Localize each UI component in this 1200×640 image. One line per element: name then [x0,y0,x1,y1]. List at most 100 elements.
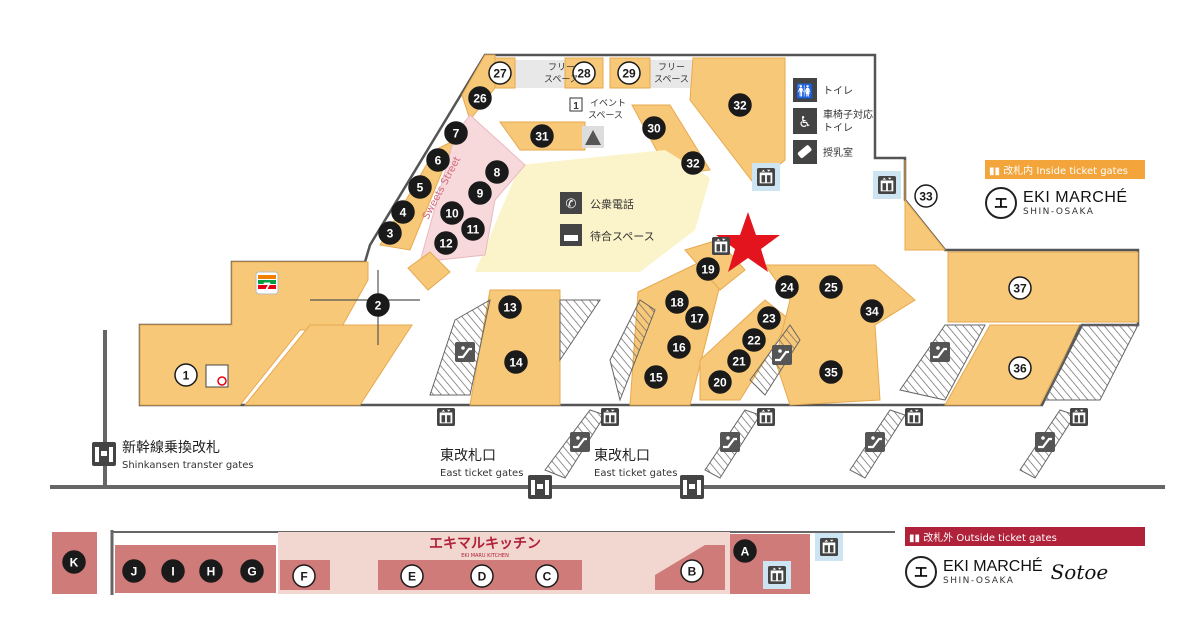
shop-marker-label: 12 [439,237,453,251]
shop-13[interactable]: 13 [498,295,522,319]
shop-J[interactable]: J [122,559,146,583]
shop-marker-circle [644,365,668,389]
shop-5[interactable]: 5 [408,175,432,199]
svg-text:7: 7 [263,279,271,295]
shop-marker-label: 34 [865,305,879,319]
shop-7[interactable]: 7 [444,121,468,145]
shop-marker-label: E [408,570,416,584]
shop-23[interactable]: 23 [757,306,781,330]
shop-30[interactable]: 30 [642,116,666,140]
wheelchair-icon: ♿ [793,108,817,134]
shop-marker-label: 20 [713,376,727,390]
shop-18[interactable]: 18 [665,290,689,314]
shop-10[interactable]: 10 [440,201,464,225]
shop-F[interactable]: F [292,564,316,588]
elevator-icon [878,176,896,194]
shop-marker-circle [681,151,705,175]
event-space-line2: スペース [588,111,623,121]
shop-marker-circle [426,148,450,172]
shop-marker-circle [504,350,528,374]
shop-H[interactable]: H [199,559,223,583]
shop-I[interactable]: I [161,559,185,583]
eki-maru-kitchen-subtitle: EKI MARU KITCHEN [461,553,509,559]
shop-K[interactable]: K [62,550,86,574]
shop-marker-circle [819,360,843,384]
shop-35[interactable]: 35 [819,360,843,384]
shop-marker-label: 36 [1013,362,1027,376]
baby-bottle-icon [793,140,817,164]
eki-maru-kitchen-title: エキマルキッチン [429,536,541,552]
elevator-icon [1070,408,1088,426]
shop-8[interactable]: 8 [485,160,509,184]
shop-31[interactable]: 31 [530,124,554,148]
eki-logo-icon: エ [985,187,1017,219]
shop-marker-circle [488,61,512,85]
shop-marker-circle [468,181,492,205]
nursing-room-label: 授乳室 [823,146,853,159]
elevators [437,163,1088,589]
shop-B[interactable]: B [680,559,704,583]
shop-11[interactable]: 11 [461,217,485,241]
shop-marker-circle [434,231,458,255]
shop-17[interactable]: 17 [685,306,709,330]
shop-24[interactable]: 24 [775,275,799,299]
shop-marker-label: I [171,565,174,579]
free-space-2-line2: スペース [654,75,689,85]
eki-logo-icon: エ [905,556,937,588]
shop-22[interactable]: 22 [742,328,766,352]
shop-marker-circle [62,550,86,574]
elevator-icon [437,408,455,426]
shop-marker-label: F [300,570,307,584]
shop-12[interactable]: 12 [434,231,458,255]
shop-33[interactable]: 33 [914,184,938,208]
shop-25[interactable]: 25 [819,275,843,299]
shop-32[interactable]: 32 [728,93,752,117]
shop-21[interactable]: 21 [727,349,751,373]
shop-6[interactable]: 6 [426,148,450,172]
shop-16[interactable]: 16 [667,335,691,359]
shop-marker-circle [572,61,596,85]
shop-28[interactable]: 28 [572,61,596,85]
escalator-icon [720,432,740,452]
shop-2[interactable]: 2 [366,293,390,317]
shop-marker-circle [667,335,691,359]
shop-marker-circle [1008,356,1032,380]
shop-9[interactable]: 9 [468,181,492,205]
toilet-label: トイレ [823,86,853,97]
shop-36[interactable]: 36 [1008,356,1032,380]
shop-marker-circle [742,328,766,352]
shop-marker-label: H [207,565,216,579]
shop-37[interactable]: 37 [1008,276,1032,300]
shop-3[interactable]: 3 [378,221,402,245]
shop-34[interactable]: 34 [860,299,884,323]
shop-29[interactable]: 29 [617,61,641,85]
shop-14[interactable]: 14 [504,350,528,374]
shop-32b[interactable]: 32 [681,151,705,175]
shop-D[interactable]: D [470,564,494,588]
toilet-icon: 🚻 [793,78,817,102]
shop-G[interactable]: G [240,559,264,583]
shop-27[interactable]: 27 [488,61,512,85]
shop-marker-circle [461,217,485,241]
shop-1[interactable]: 1 [174,363,198,387]
shop-15[interactable]: 15 [644,365,668,389]
shop-A[interactable]: A [733,539,757,563]
shop-4[interactable]: 4 [391,200,415,224]
shop-20[interactable]: 20 [708,370,732,394]
shop-marker-circle [535,564,559,588]
inside-badge-text: 改札内 Inside ticket gates [1003,166,1128,177]
shop-marker-circle [757,306,781,330]
escalator-icon [930,342,950,362]
shop-19[interactable]: 19 [696,257,720,281]
shop-marker-label: 26 [473,92,487,106]
shop-marker-label: 21 [732,355,746,369]
shop-marker-circle [685,306,709,330]
shop-C[interactable]: C [535,564,559,588]
outside-badge-text: 改札外 Outside ticket gates [923,533,1057,544]
shop-26[interactable]: 26 [468,86,492,110]
shop-marker-circle [530,124,554,148]
shop-marker-label: 28 [577,67,591,81]
shop-E[interactable]: E [400,564,424,588]
shop-marker-label: J [131,565,138,579]
